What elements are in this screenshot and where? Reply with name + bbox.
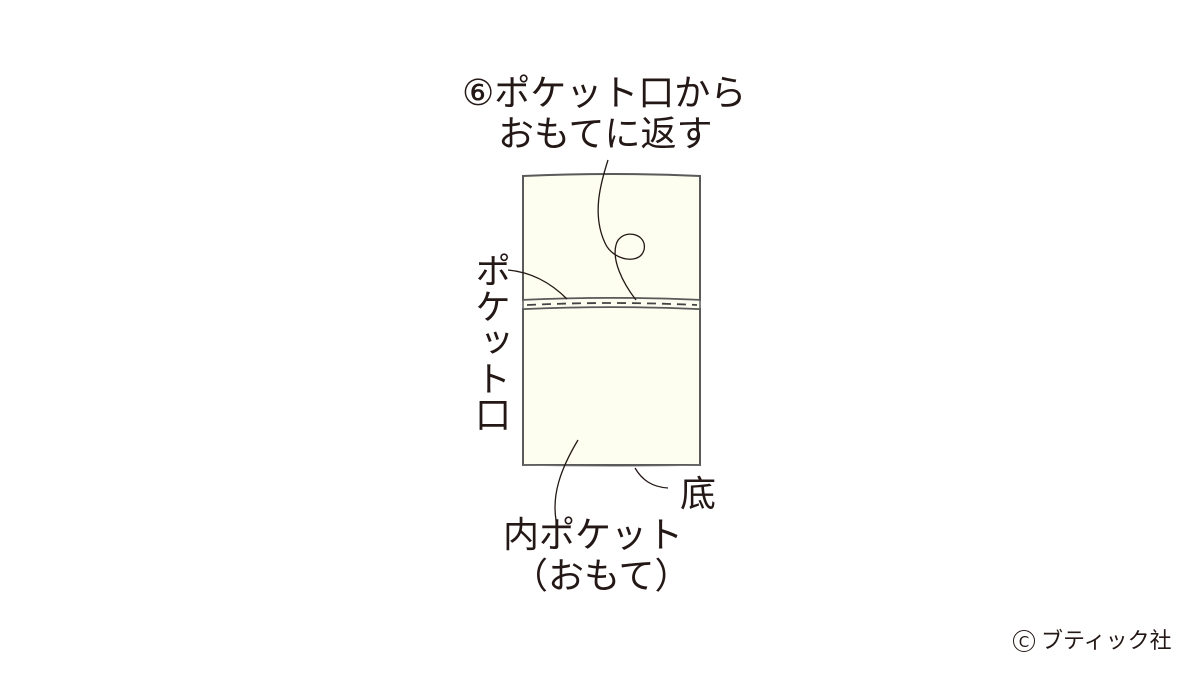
publisher-name: ブティック社 xyxy=(1041,629,1172,654)
step-label-line1: ⑥ポケット口から xyxy=(462,73,747,114)
inner-pocket-label-line2: （おもて） xyxy=(512,556,691,597)
leader-bottom xyxy=(634,467,669,489)
stitch-line xyxy=(526,302,698,306)
pocket-opening-fold xyxy=(522,297,701,310)
copyright-notice: C ブティック社 xyxy=(1013,628,1172,656)
inner-pocket-label-line1: 内ポケット xyxy=(503,515,684,556)
pocket-fabric xyxy=(522,173,701,467)
leader-inner-pocket xyxy=(554,439,579,521)
leader-pocket-opening xyxy=(507,269,568,300)
fabric-bottom-section xyxy=(522,306,701,466)
copyright-icon: C xyxy=(1013,630,1035,652)
leader-step-label xyxy=(597,159,645,301)
step-label-line2: おもてに返す xyxy=(498,114,713,155)
fabric-top-section xyxy=(522,173,701,302)
bottom-label: 底 xyxy=(680,474,717,515)
fabric-edge-shading xyxy=(522,464,701,467)
pocket-opening-label: ポケット口 xyxy=(469,252,510,432)
leader-lines xyxy=(507,159,669,521)
